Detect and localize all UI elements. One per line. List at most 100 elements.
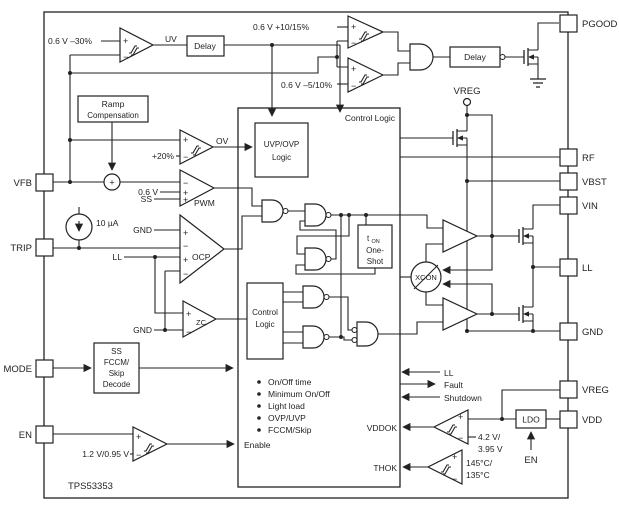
plus-sign: + bbox=[183, 195, 188, 205]
minus-sign: − bbox=[351, 81, 356, 91]
lower-nand-top bbox=[302, 285, 325, 309]
minus-sign: − bbox=[183, 152, 188, 162]
decode-label-4: Decode bbox=[103, 380, 131, 389]
pin-vfb-label: VFB bbox=[14, 178, 32, 189]
pin-vreg-label: VREG bbox=[582, 385, 609, 396]
pwm-nand-gate bbox=[261, 199, 284, 223]
ton-one-shot-block bbox=[357, 224, 393, 269]
thok-comparator bbox=[426, 449, 463, 485]
ramp-compensation-block bbox=[77, 95, 149, 123]
lowside-and-gate bbox=[356, 321, 379, 347]
sum-plus: + bbox=[109, 178, 114, 188]
inner-control-logic-block bbox=[246, 282, 284, 360]
feature-item: Minimum On/Off bbox=[268, 389, 330, 399]
ocp-ll-label: LL bbox=[113, 252, 123, 262]
zc-signal-label: ZC bbox=[196, 318, 207, 327]
pwm-signal-label: PWM bbox=[194, 198, 215, 208]
ramp-label-2: Compensation bbox=[87, 111, 139, 120]
xcon-label: XCON bbox=[415, 273, 437, 282]
pin-vin bbox=[559, 196, 578, 215]
uv-threshold-label: 0.6 V –30% bbox=[48, 36, 92, 46]
plus-sign: + bbox=[351, 64, 356, 74]
feature-item: FCCM/Skip bbox=[268, 425, 312, 435]
minus-sign: − bbox=[186, 327, 191, 337]
control-logic-feature-list: On/Off time Minimum On/Off Light load OV… bbox=[257, 377, 330, 435]
pg-and-gate bbox=[409, 43, 434, 71]
pin-trip-label: TRIP bbox=[10, 243, 32, 254]
pin-vbst-label: VBST bbox=[582, 177, 607, 188]
ldo-en-label: EN bbox=[524, 455, 537, 466]
minus-sign: − bbox=[123, 52, 128, 62]
plus-sign: + bbox=[183, 255, 188, 265]
ov-threshold-label: +20% bbox=[152, 151, 174, 161]
plus-sign: + bbox=[183, 135, 188, 145]
uv-delay-block bbox=[186, 35, 225, 57]
ocp-signal-label: OCP bbox=[192, 252, 211, 262]
inner-label-2: Logic bbox=[255, 320, 274, 329]
uvp-ovp-label-1: UVP/OVP bbox=[264, 140, 300, 149]
uvp-ovp-label-2: Logic bbox=[272, 153, 291, 162]
pin-trip bbox=[35, 238, 54, 257]
temp-threshold-1: 145°C/ bbox=[466, 458, 493, 468]
vddok-comparator bbox=[432, 409, 469, 445]
highside-driver bbox=[442, 219, 479, 253]
ldo-label: LDO bbox=[522, 415, 540, 425]
ocp-gnd-label: GND bbox=[133, 225, 152, 235]
part-number: TPS53353 bbox=[68, 481, 113, 492]
minus-sign: − bbox=[452, 474, 457, 484]
zc-gnd-label: GND bbox=[133, 325, 152, 335]
plus-sign: + bbox=[183, 188, 188, 198]
ground-symbol bbox=[530, 78, 546, 88]
pin-vin-label: VIN bbox=[582, 201, 598, 212]
pg-lower-threshold: 0.6 V –5/10% bbox=[281, 80, 332, 90]
plus-sign: + bbox=[186, 309, 191, 319]
pin-vdd bbox=[559, 410, 578, 429]
pin-mode bbox=[35, 359, 54, 378]
vreg-rail-label: VREG bbox=[454, 86, 481, 97]
inner-label-1: Control bbox=[252, 308, 278, 317]
minus-sign: − bbox=[458, 433, 463, 443]
minus-sign: − bbox=[183, 241, 188, 251]
zc-comparator bbox=[182, 299, 218, 339]
feature-item: On/Off time bbox=[268, 377, 312, 387]
pg-upper-threshold: 0.6 V +10/15% bbox=[253, 22, 309, 32]
decode-label-2: FCCM/ bbox=[104, 358, 130, 367]
plus-sign: + bbox=[351, 22, 356, 32]
lowside-driver bbox=[442, 297, 479, 331]
plus-sign: + bbox=[123, 36, 128, 46]
highside-mosfet bbox=[518, 226, 534, 246]
pin-rf bbox=[559, 148, 578, 167]
pin-vreg bbox=[559, 380, 578, 399]
pwm-comparator bbox=[179, 169, 216, 207]
vbst-switch-mosfet bbox=[452, 128, 468, 148]
control-logic-block bbox=[237, 107, 401, 488]
uv-signal-label: UV bbox=[165, 34, 177, 44]
decode-label-1: SS bbox=[111, 347, 122, 356]
pin-rf-label: RF bbox=[582, 153, 595, 164]
minus-sign: − bbox=[351, 38, 356, 48]
oneshot-sub: ON bbox=[372, 239, 380, 245]
feature-item: Light load bbox=[268, 401, 305, 411]
uvp-ovp-logic-block bbox=[254, 122, 309, 178]
control-logic-title: Control Logic bbox=[345, 113, 396, 123]
pgood-mosfet bbox=[523, 47, 539, 67]
vdd-threshold-1: 4.2 V/ bbox=[478, 432, 501, 442]
ll-signal-label: LL bbox=[444, 368, 454, 378]
mode-decode-block bbox=[93, 342, 140, 394]
pin-gnd bbox=[559, 322, 578, 341]
oneshot-t: t bbox=[367, 234, 370, 243]
oneshot-line2: One- bbox=[366, 246, 384, 255]
pin-ll bbox=[559, 258, 578, 277]
vddok-signal-label: VDDOK bbox=[367, 423, 398, 433]
vreg-rail-terminal bbox=[462, 97, 472, 107]
oneshot-line3: Shot bbox=[367, 257, 384, 266]
pin-vdd-label: VDD bbox=[582, 415, 602, 426]
pwm-ss-label: SS bbox=[141, 194, 153, 204]
shutdown-signal-label: Shutdown bbox=[444, 393, 482, 403]
pin-en-label: EN bbox=[19, 430, 32, 441]
minus-sign: − bbox=[183, 178, 188, 188]
ramp-label-1: Ramp bbox=[102, 99, 125, 109]
en-threshold-label: 1.2 V/0.95 V bbox=[82, 449, 129, 459]
enable-signal-label: Enable bbox=[244, 440, 271, 450]
